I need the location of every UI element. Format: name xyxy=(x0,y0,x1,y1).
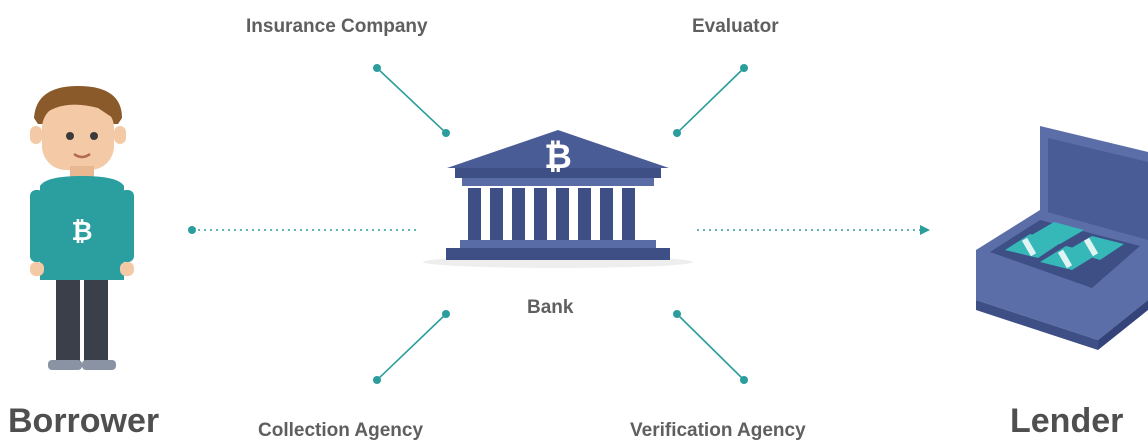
svg-text:₿: ₿ xyxy=(71,216,92,246)
connector-collection xyxy=(373,310,450,384)
connector-bank-lender xyxy=(697,225,930,235)
bitcoin-bank-icon: ₿ xyxy=(423,130,693,268)
label-borrower: Borrower xyxy=(8,402,160,440)
label-evaluator: Evaluator xyxy=(692,16,779,37)
label-insurance-company: Insurance Company xyxy=(246,16,428,37)
connector-insurance xyxy=(373,64,450,137)
label-verification-agency: Verification Agency xyxy=(630,420,806,441)
label-bank: Bank xyxy=(527,297,574,318)
arrowhead-icon xyxy=(920,225,930,235)
connector-evaluator xyxy=(673,64,748,137)
money-briefcase-icon xyxy=(976,126,1148,350)
bitcoin-borrower-icon: ₿ xyxy=(30,86,134,370)
svg-text:₿: ₿ xyxy=(544,138,572,176)
connector-borrower-bank xyxy=(188,226,420,234)
connector-verification xyxy=(673,310,748,384)
label-lender: Lender xyxy=(1010,402,1124,440)
label-collection-agency: Collection Agency xyxy=(258,420,424,441)
